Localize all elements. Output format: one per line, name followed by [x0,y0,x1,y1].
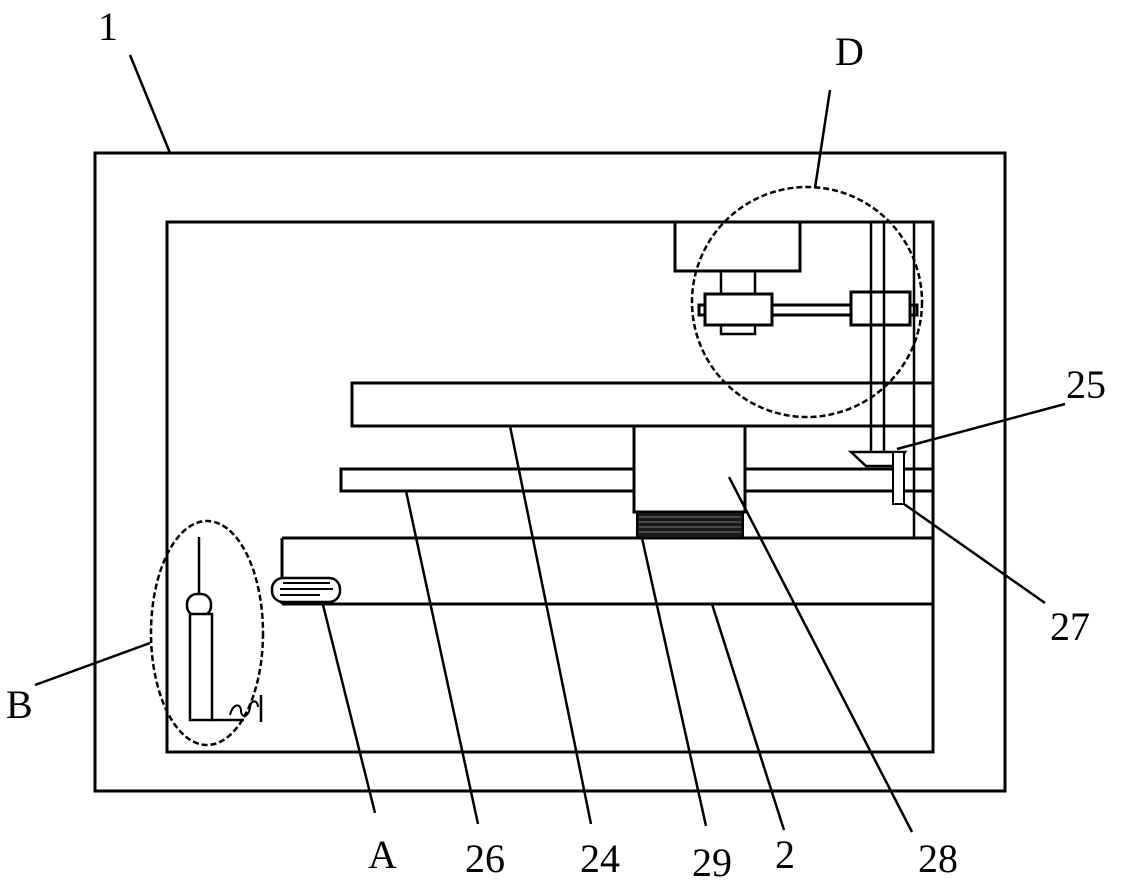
label-1: 1 [98,4,118,49]
detail-circle-b [149,519,265,747]
label-a: A [368,832,397,877]
outer-housing [93,151,1007,793]
label-27: 27 [1050,604,1090,649]
hatched-pad [636,511,744,539]
label-28: 28 [918,836,958,881]
label-b: B [6,682,33,727]
label-2: 2 [775,832,795,877]
pulley-left [703,292,774,327]
latch [270,576,342,604]
bracket [892,451,905,505]
label-29: 29 [692,840,732,885]
press-block [632,424,747,514]
label-d: D [835,29,864,74]
belt-plate [697,303,919,317]
leader-lines [34,54,1066,833]
label-25: 25 [1066,362,1106,407]
motor-housing [673,220,802,273]
label-24: 24 [580,836,620,881]
detail-circle-d [690,185,924,419]
label-26: 26 [465,836,505,881]
base-platform [280,536,933,606]
spring-mechanism [185,537,263,722]
upper-plate [350,381,935,428]
pulley-right [849,290,912,327]
